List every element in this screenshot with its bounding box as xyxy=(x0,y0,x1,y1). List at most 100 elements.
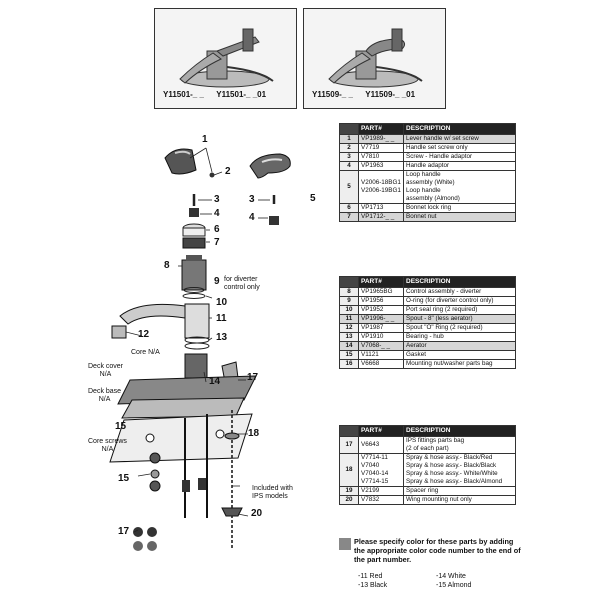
callout-14: 12 xyxy=(138,329,150,340)
diverter-note-label: for diverter control only xyxy=(224,276,260,291)
callout-2: 2 xyxy=(225,166,231,177)
color-code-white: -14 White xyxy=(436,573,466,580)
part-number-index: 9 xyxy=(339,296,359,306)
callout-3b: 3 xyxy=(249,194,255,205)
part-number-cell: VP1989-_ _ xyxy=(358,134,404,144)
part-number-cell: VP1987 xyxy=(358,323,404,333)
color-note-swatch xyxy=(339,538,351,550)
wing-nut-part xyxy=(221,507,243,517)
exploded-parts-diagram xyxy=(109,147,291,551)
product-box-loop xyxy=(303,8,446,109)
part-number-index: 13 xyxy=(339,332,359,342)
description-cell: Lever handle w/ set screw xyxy=(403,134,516,144)
part-number-index: 18 xyxy=(339,453,359,487)
description-cell: Handle set screw only xyxy=(403,143,516,153)
callout-4b: 4 xyxy=(249,212,255,223)
callout-19: 18 xyxy=(248,428,260,439)
part-number-cell: VP1713 xyxy=(358,203,404,213)
part-number-index: 11 xyxy=(339,314,359,324)
part-number-cell: VP1952 xyxy=(358,305,404,315)
deck-base-label: Deck base N/A xyxy=(88,388,122,403)
part-number-cell: V6668 xyxy=(358,359,404,369)
mounting-nut-parts xyxy=(149,452,161,492)
product-code: Y11501-_ _ xyxy=(163,90,204,99)
product-code: Y11509-_ _ xyxy=(312,90,353,99)
part-number-cell: V7810 xyxy=(358,152,404,162)
set-screw-part xyxy=(209,172,215,178)
color-note-text: Please specify color for these parts by … xyxy=(354,537,521,564)
part-number-cell: VP1910 xyxy=(358,332,404,342)
description-cell: Mounting nut/washer parts bag xyxy=(403,359,516,369)
part-number-index: 17 xyxy=(339,436,359,454)
column-header-description: DESCRIPTION xyxy=(403,276,516,288)
spout-part xyxy=(119,303,186,325)
part-number-index: 6 xyxy=(339,203,359,213)
description-cell: Bonnet lock ring xyxy=(403,203,516,213)
part-number-cell: V7832 xyxy=(358,495,404,505)
description-cell: Handle adaptor xyxy=(403,161,516,171)
part-number-cell: V1121 xyxy=(358,350,404,360)
part-number-cell: VP1996-_ _ xyxy=(358,314,404,324)
part-number-cell: V2006-18BG1 V2006-19BG1 xyxy=(358,170,404,204)
part-number-index: 12 xyxy=(339,323,359,333)
description-cell: Wing mounting nut only xyxy=(403,495,516,505)
color-code-red: -11 Red xyxy=(358,573,383,580)
part-number-cell: VP1963 xyxy=(358,161,404,171)
part-number-index: 4 xyxy=(339,161,359,171)
part-number-index: 19 xyxy=(339,486,359,496)
description-cell: Spout - 8" (less aerator) xyxy=(403,314,516,324)
deck-cover-part xyxy=(117,375,257,405)
part-number-cell: VP1965BG xyxy=(358,287,404,297)
part-number-index: 8 xyxy=(339,287,359,297)
aerator-part xyxy=(111,325,127,339)
core-label: Core N/A xyxy=(131,349,160,356)
description-cell: IPS fittings parts bag (2 of each part) xyxy=(403,436,516,454)
handle-adaptor-part xyxy=(269,216,279,225)
spacer-ring-part xyxy=(224,432,240,440)
column-header-part: PART# xyxy=(358,123,404,135)
color-code-almond: -15 Almond xyxy=(436,582,472,589)
description-cell: Loop handle assembly (White) Loop handle… xyxy=(403,170,516,204)
description-cell: Aerator xyxy=(403,341,516,351)
callout-7: 7 xyxy=(214,237,220,248)
description-cell: Gasket xyxy=(403,350,516,360)
callout-12: 13 xyxy=(216,332,228,343)
callout-15: 15 xyxy=(115,421,127,432)
callout-11: 11 xyxy=(216,313,227,324)
product-caption-y11509: Y11509-_ _ Y11509-_ _01 xyxy=(312,90,415,99)
part-number-index: 2 xyxy=(339,143,359,153)
callout-3: 3 xyxy=(214,194,220,205)
callout-10: 10 xyxy=(216,297,228,308)
callout-5: 5 xyxy=(310,193,316,204)
o-ring-part xyxy=(183,287,205,293)
description-cell: Port seal ring (2 required) xyxy=(403,305,516,315)
callout-20: 20 xyxy=(251,508,263,519)
product-code: Y11501-_ _01 xyxy=(216,90,267,99)
callout-6: 6 xyxy=(214,224,220,235)
part-number-cell: V2199 xyxy=(358,486,404,496)
core-screws-label: Core screws N/A xyxy=(88,438,127,453)
part-number-index: 1 xyxy=(339,134,359,144)
part-number-index: 7 xyxy=(339,212,359,222)
part-number-cell: V7068-_ _ xyxy=(358,341,404,351)
callout-1: 1 xyxy=(202,134,208,145)
callout-17: 17 xyxy=(118,526,130,537)
faucet-lever-illustration xyxy=(179,28,274,88)
loop-handle-part xyxy=(249,153,291,179)
callout-8: 8 xyxy=(164,260,170,271)
